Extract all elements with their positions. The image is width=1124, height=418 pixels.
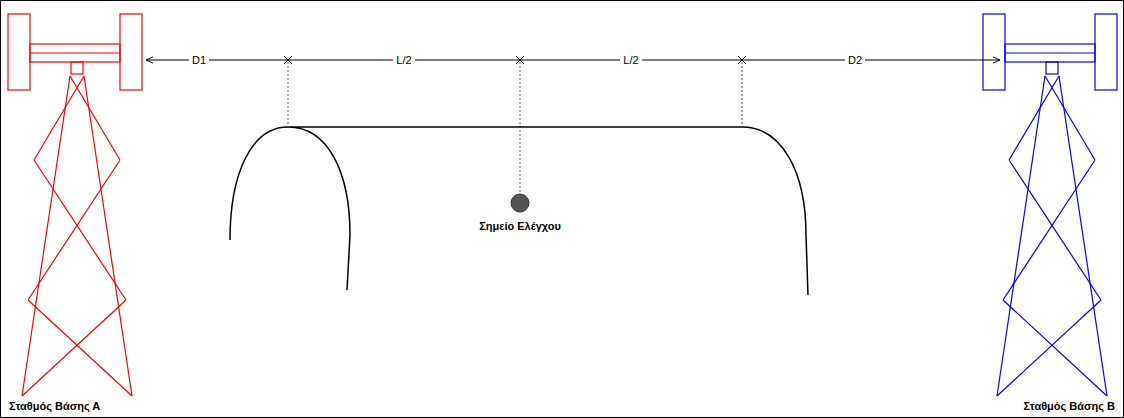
tower-leg [997,76,1045,396]
antenna-mount [1046,62,1058,74]
tower-bracing [997,76,1107,396]
point-label: Σημείο Ελέγχου [476,220,564,233]
station-label: Σταθμός Βάσης Β [1020,400,1118,413]
tower-bracing [22,76,132,396]
extension-line [288,62,289,126]
tunnel-outline [230,127,808,295]
tower-leg [1059,76,1107,396]
dimension-label: D1 [189,54,209,67]
control-point [511,194,529,212]
dimension-tick [284,56,746,64]
antenna-panel [983,14,1005,90]
antenna-panel [8,14,30,90]
antenna-bar [1005,52,1095,53]
station-label: Σταθμός Βάσης Α [6,400,103,413]
antenna-bar [1005,44,1095,62]
tower-b [983,14,1117,396]
dimension-label: L/2 [393,54,414,67]
tower-leg [22,76,70,396]
dimension-label: D2 [845,54,865,67]
tower-leg [84,76,132,396]
dimension-label: L/2 [620,54,641,67]
dimension-line [146,60,1000,61]
tower-a [8,14,142,396]
antenna-panel [1095,14,1117,90]
antenna-mount [71,62,83,74]
antenna-bar [30,52,120,53]
antenna-panel [120,14,142,90]
extension-line [742,62,743,126]
antenna-bar [30,44,120,62]
